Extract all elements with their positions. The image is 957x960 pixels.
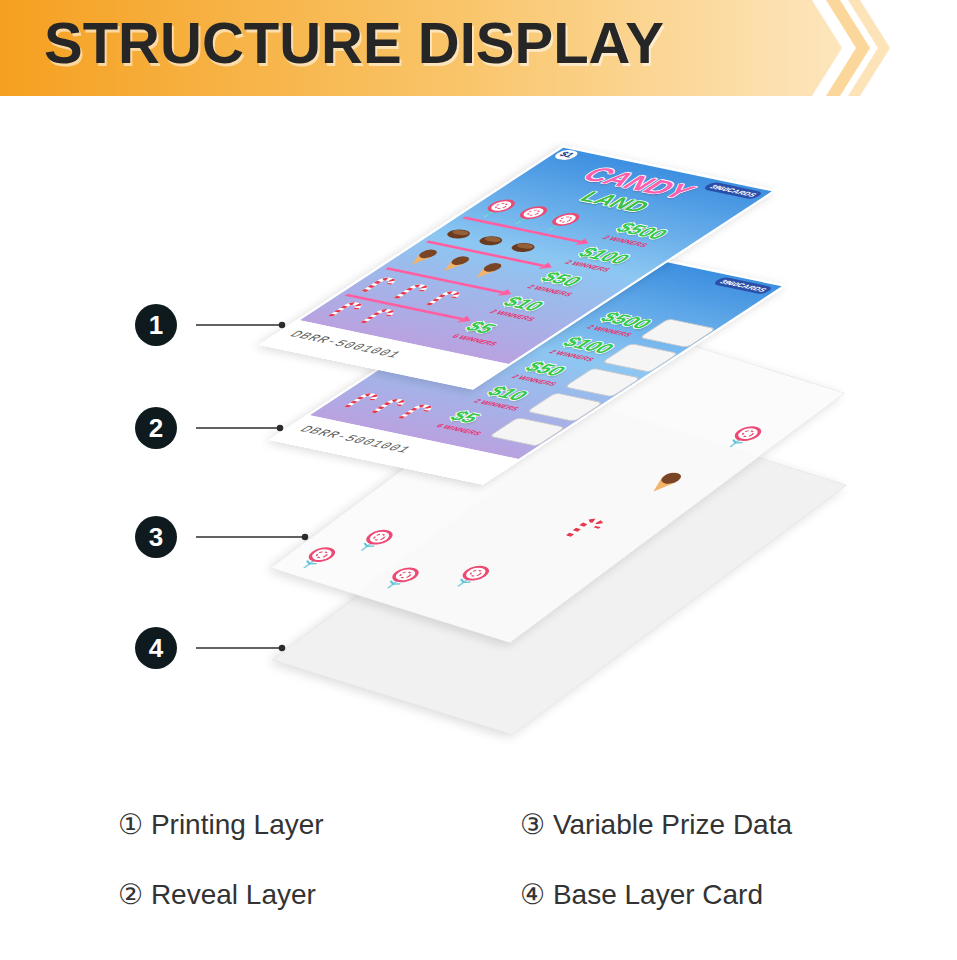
callout-digit: 4 bbox=[149, 635, 163, 661]
chocolate-top bbox=[450, 229, 471, 236]
candy-cane-stripe bbox=[364, 278, 395, 294]
ice-cream-scoop bbox=[657, 471, 685, 486]
candy-cane-stripe bbox=[330, 303, 361, 319]
candy-cane-stripe bbox=[568, 519, 602, 539]
callout-digit: 1 bbox=[149, 312, 163, 338]
pink-arrow bbox=[346, 295, 462, 319]
lollipop-candy bbox=[389, 566, 421, 583]
candy-cane-stripe bbox=[363, 310, 394, 326]
chocolate-candy bbox=[443, 228, 475, 240]
layer-name: ① Printing Layer bbox=[118, 808, 324, 842]
candy-cane-stripe bbox=[400, 405, 431, 421]
serial-strip bbox=[274, 415, 518, 482]
banner-chevron bbox=[848, 0, 890, 96]
lollipop-candy bbox=[485, 199, 518, 213]
callout-number: 4 bbox=[135, 627, 177, 669]
callout-digit: 3 bbox=[149, 524, 163, 550]
layer-name: ② Reveal Layer bbox=[118, 878, 316, 912]
lollipop-candy bbox=[363, 529, 395, 546]
lollipop-candy bbox=[460, 565, 492, 582]
lollipop-swirl bbox=[741, 430, 756, 438]
chocolate-top bbox=[482, 236, 503, 243]
chocolate-candy bbox=[507, 241, 539, 253]
candy-cane-stripe bbox=[428, 292, 459, 308]
banner-bar bbox=[0, 0, 842, 96]
leader-dot bbox=[278, 426, 283, 431]
leader-line bbox=[196, 536, 305, 538]
ice-cream-scoop bbox=[416, 249, 441, 260]
candy-cane bbox=[568, 519, 602, 539]
candy-cane bbox=[364, 278, 395, 294]
lollipop-swirl bbox=[526, 209, 541, 215]
leader-dot bbox=[303, 535, 308, 540]
lollipop-swirl bbox=[315, 551, 330, 559]
leader-line bbox=[196, 647, 282, 649]
lollipop-swirl bbox=[558, 216, 573, 222]
prize-data-sheet bbox=[270, 318, 845, 643]
candy-cane-stripe bbox=[346, 394, 377, 410]
lollipop-candy bbox=[306, 546, 338, 563]
layer-name: ③ Variable Prize Data bbox=[520, 808, 792, 842]
scratch-window bbox=[527, 393, 603, 422]
card-artwork bbox=[300, 148, 772, 364]
chocolate-candy bbox=[475, 235, 507, 247]
scratch-window bbox=[489, 418, 565, 447]
candy-cane-stripe bbox=[396, 285, 427, 301]
scratch-window bbox=[565, 368, 641, 397]
lollipop-candy bbox=[549, 212, 582, 226]
ice-cream-scoop bbox=[448, 255, 473, 266]
card-frame bbox=[258, 145, 778, 390]
candy-cane bbox=[400, 405, 431, 421]
lollipop-swirl bbox=[372, 533, 387, 541]
chocolate-top bbox=[515, 243, 536, 250]
leader-dot bbox=[280, 646, 285, 651]
callout-number: 3 bbox=[135, 516, 177, 558]
lollipop-swirl bbox=[469, 569, 484, 577]
lollipop-candy bbox=[732, 425, 764, 442]
layer-name: ④ Base Layer Card bbox=[520, 878, 763, 912]
lollipop-candy bbox=[517, 206, 550, 220]
leader-line bbox=[196, 427, 280, 429]
callout-digit: 2 bbox=[149, 415, 163, 441]
leader-line bbox=[196, 324, 282, 326]
banner-title: STRUCTURE DISPLAY bbox=[44, 14, 664, 72]
candy-cane bbox=[428, 292, 459, 308]
ice-cream-scoop bbox=[480, 262, 505, 273]
callout-number: 1 bbox=[135, 304, 177, 346]
callout-number: 2 bbox=[135, 407, 177, 449]
lollipop-swirl bbox=[398, 571, 413, 579]
scratch-window bbox=[602, 344, 678, 373]
candy-cane bbox=[363, 310, 394, 326]
candy-cane-stripe bbox=[373, 399, 404, 415]
candy-cane bbox=[330, 303, 361, 319]
candy-cane bbox=[346, 394, 377, 410]
scratch-window bbox=[640, 319, 716, 348]
candy-cane bbox=[373, 399, 404, 415]
pink-arrow bbox=[427, 241, 543, 265]
candy-cane bbox=[396, 285, 427, 301]
pink-arrow bbox=[387, 268, 503, 292]
lollipop-swirl bbox=[494, 203, 509, 209]
pink-arrow bbox=[464, 217, 580, 241]
leader-dot bbox=[280, 323, 285, 328]
